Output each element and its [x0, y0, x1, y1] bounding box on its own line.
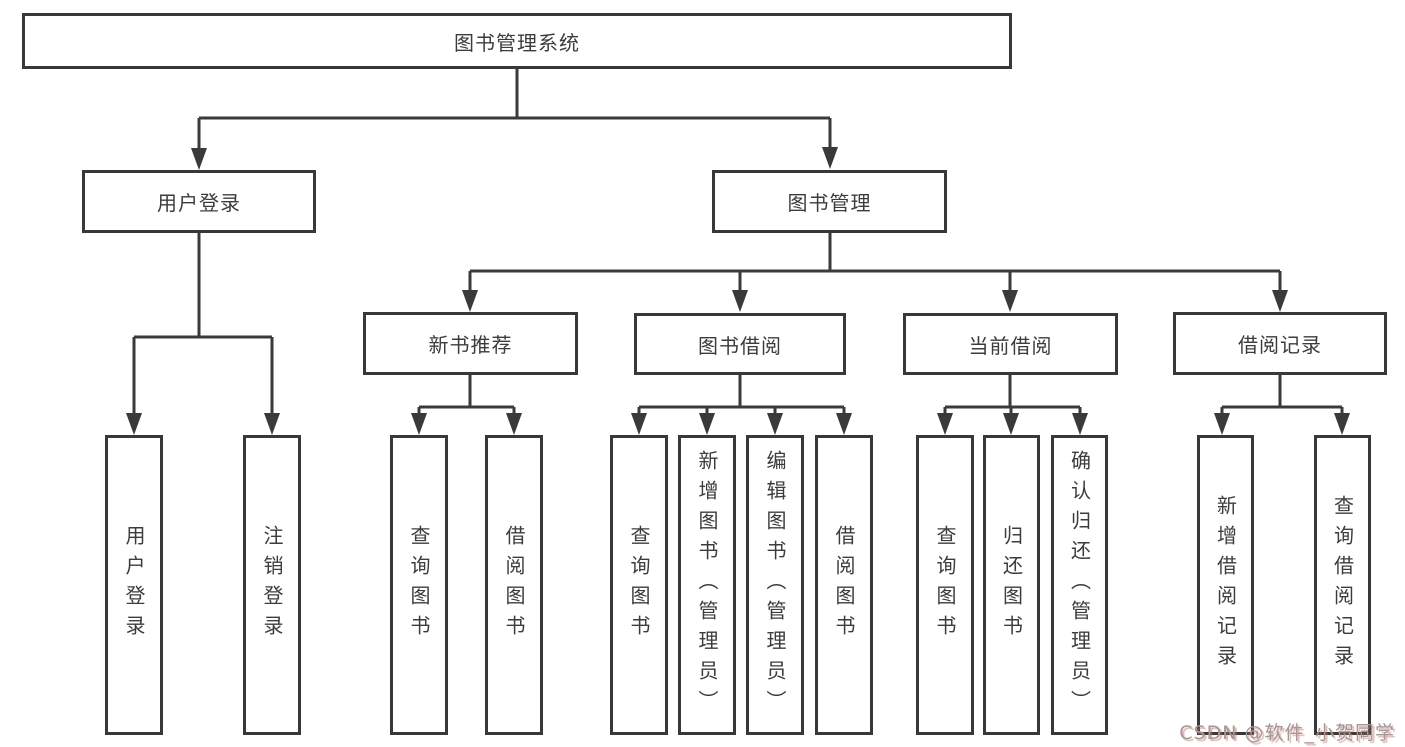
leaf-label: 注销登录 — [260, 525, 284, 645]
node-new-book-recommend-label: 新书推荐 — [428, 333, 513, 357]
leaf-label: 新增借阅记录 — [1213, 495, 1238, 675]
arrowhead-icons — [126, 147, 1350, 435]
node-borrow-record-label: 借阅记录 — [1238, 333, 1322, 357]
leaf-current-query-book: 查询图书 — [916, 435, 974, 735]
leaf-recommend-borrow-book: 借阅图书 — [485, 435, 543, 735]
leaf-label: 编辑图书（管理员） — [763, 450, 787, 720]
leaf-return-book: 归还图书 — [983, 435, 1040, 735]
leaf-confirm-return-admin: 确认归还（管理员） — [1051, 435, 1108, 735]
csdn-watermark: CSDN @软件_小贺同学 — [1179, 722, 1395, 744]
node-new-book-recommend: 新书推荐 — [363, 312, 578, 375]
leaf-label: 查询图书 — [627, 525, 651, 645]
leaf-label: 查询图书 — [407, 525, 431, 645]
node-user-login-label: 用户登录 — [157, 191, 241, 215]
node-user-login: 用户登录 — [82, 170, 316, 233]
node-current-borrow-label: 当前借阅 — [968, 333, 1053, 358]
leaf-label: 用户登录 — [122, 525, 146, 645]
node-current-borrow: 当前借阅 — [903, 313, 1118, 375]
leaf-user-login: 用户登录 — [105, 435, 163, 735]
leaf-edit-book-admin: 编辑图书（管理员） — [746, 435, 804, 735]
node-root: 图书管理系统 — [22, 13, 1012, 69]
node-borrow-record: 借阅记录 — [1173, 312, 1387, 375]
leaf-label: 新增图书（管理员） — [695, 450, 719, 720]
leaf-query-borrow-record: 查询借阅记录 — [1314, 435, 1371, 735]
leaf-label: 查询借阅记录 — [1330, 495, 1355, 675]
node-book-borrow: 图书借阅 — [634, 313, 846, 375]
node-root-label: 图书管理系统 — [454, 30, 580, 55]
node-book-management-label: 图书管理 — [787, 191, 872, 215]
leaf-label: 归还图书 — [999, 525, 1024, 645]
node-book-management: 图书管理 — [712, 170, 947, 233]
leaf-label: 借阅图书 — [502, 525, 526, 645]
leaf-label: 借阅图书 — [832, 525, 856, 645]
leaf-label: 查询图书 — [933, 525, 957, 645]
leaf-borrow-book: 借阅图书 — [815, 435, 873, 735]
leaf-add-borrow-record: 新增借阅记录 — [1197, 435, 1254, 735]
leaf-borrow-query-book: 查询图书 — [610, 435, 668, 735]
leaf-add-book-admin: 新增图书（管理员） — [678, 435, 736, 735]
leaf-recommend-query-book: 查询图书 — [390, 435, 448, 735]
node-book-borrow-label: 图书借阅 — [698, 333, 782, 358]
leaf-logout: 注销登录 — [243, 435, 301, 735]
leaf-label: 确认归还（管理员） — [1067, 450, 1092, 720]
